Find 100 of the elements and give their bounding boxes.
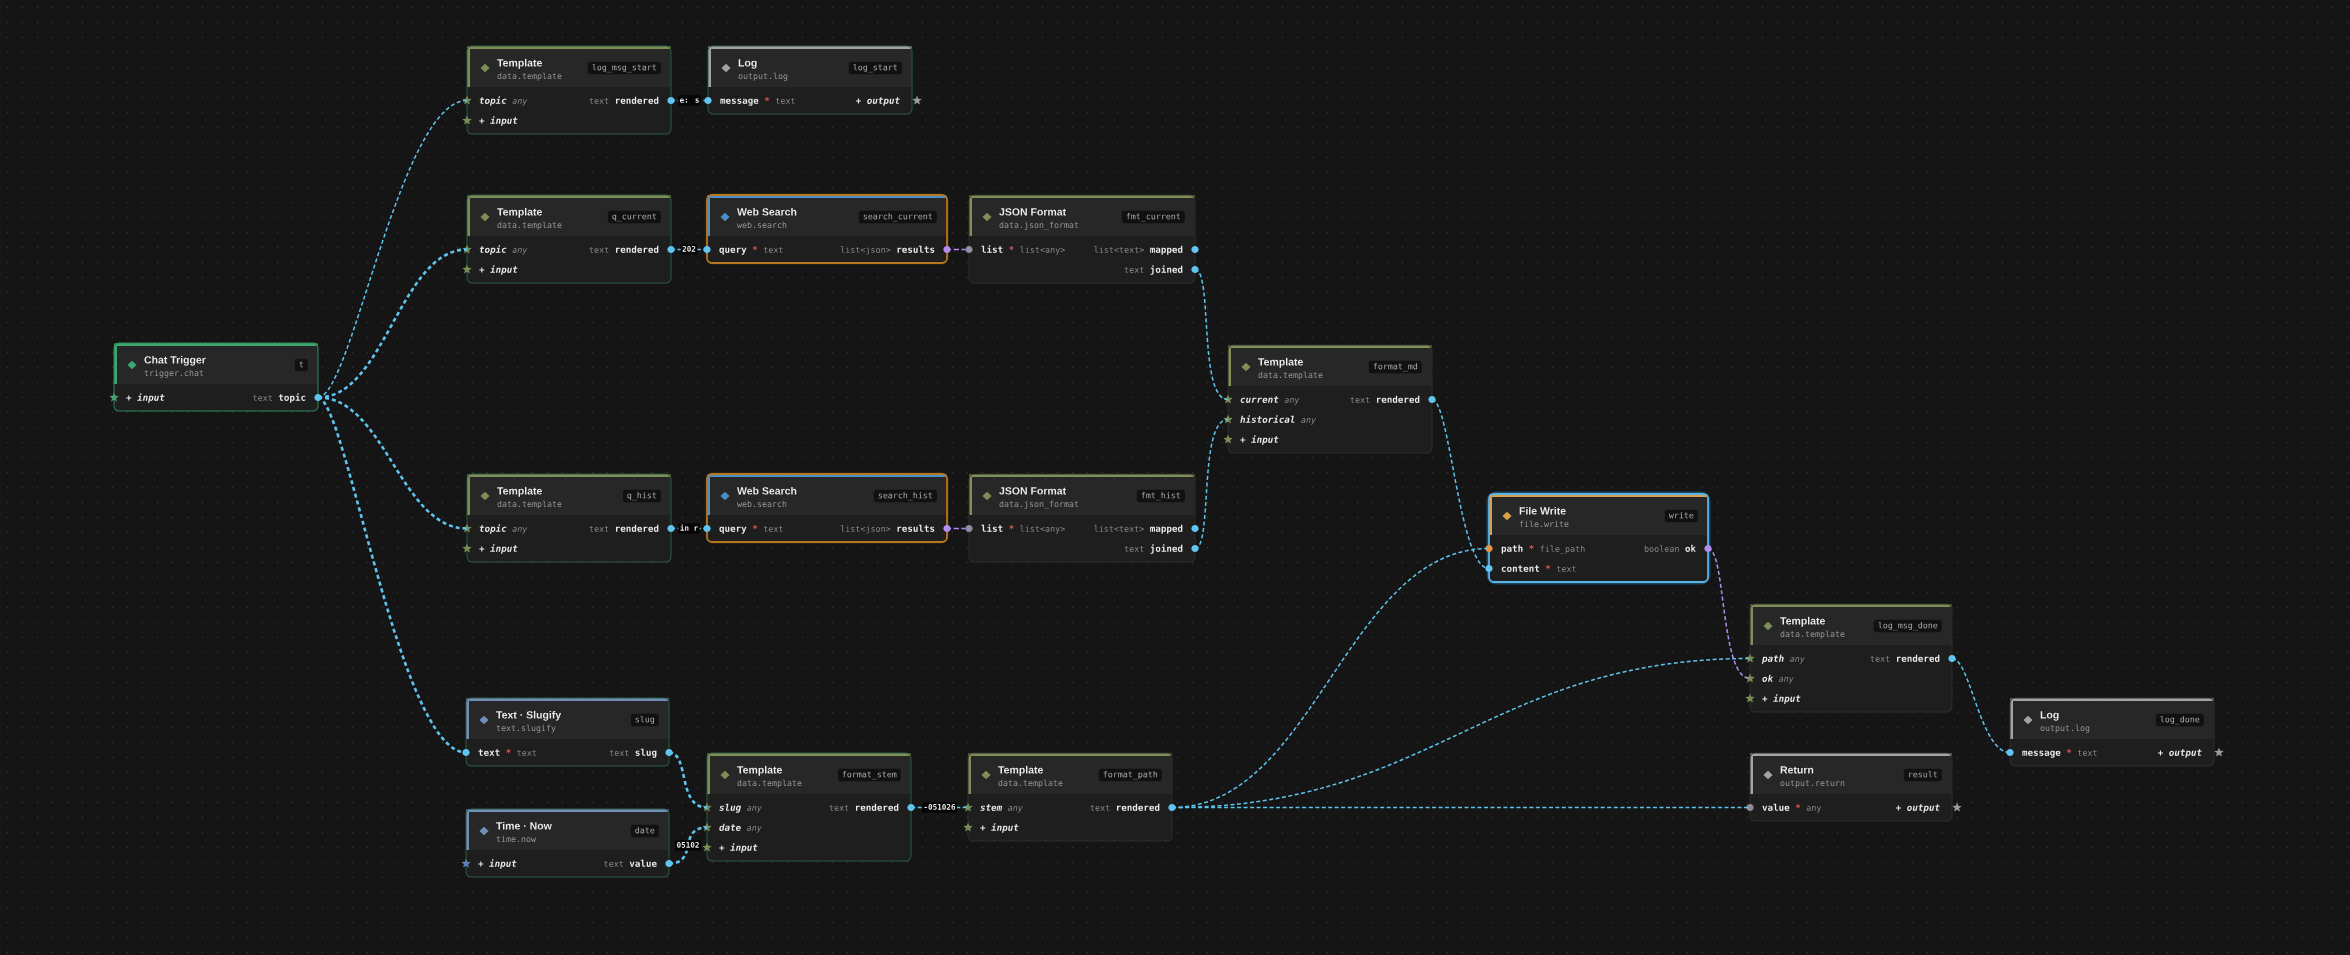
port-type: any (1284, 398, 1300, 405)
node-type: data.template (1780, 630, 1845, 639)
node-type: data.json_format (999, 500, 1079, 509)
connector (1194, 418, 1229, 550)
connector (946, 248, 970, 251)
port-type: text (2077, 749, 2097, 756)
add-port-label: + input (126, 393, 165, 403)
port-name: rendered (1897, 654, 1940, 662)
port-type: list<text> (1094, 525, 1144, 532)
port-type: any (512, 248, 528, 255)
port-name: topic (278, 393, 306, 403)
port-name: ok (1762, 674, 1774, 682)
port-type: list<any> (1020, 525, 1065, 534)
port-name: rendered (856, 803, 899, 811)
node-type: output.return (1780, 780, 1845, 788)
port-type: list<json> (840, 525, 891, 534)
port-name: content (1501, 565, 1540, 572)
port-name: list (981, 524, 1003, 532)
add-port-label: + output (1896, 804, 1940, 813)
port-type: text (763, 525, 783, 532)
port-name: stem (980, 804, 1003, 811)
connector (1171, 806, 1751, 809)
port-type: text (253, 394, 272, 401)
node-title: Web Search (737, 207, 797, 216)
node-title: Text · Slugify (496, 710, 562, 721)
port-name: query (719, 247, 747, 255)
node-title: Log (2040, 711, 2059, 721)
port-name: rendered (616, 96, 659, 104)
connector (670, 248, 708, 251)
add-port-label: + input (479, 116, 518, 126)
port-type: any (1007, 806, 1023, 813)
node-type: data.template (497, 72, 562, 81)
connector (317, 99, 468, 399)
required-mark: * (1009, 524, 1014, 530)
port-type: text (829, 804, 849, 811)
node-type: text.slugify (496, 724, 556, 733)
port-type: list<text> (1094, 246, 1144, 253)
connector (1951, 657, 2011, 754)
port-name: results (897, 245, 935, 253)
port-name: current (1240, 396, 1279, 403)
port-name: value (629, 859, 657, 867)
port-name: message (2022, 750, 2061, 758)
port-type: text (609, 749, 629, 756)
port-name: results (897, 524, 935, 532)
port-type: any (746, 806, 762, 813)
port-name: list (981, 245, 1003, 253)
node-type: data.template (998, 779, 1063, 788)
port-type: any (1789, 657, 1805, 664)
required-mark: * (1009, 245, 1014, 251)
port-name: rendered (616, 524, 659, 532)
port-type: text (589, 97, 609, 104)
node-type: output.log (738, 72, 788, 81)
connector (317, 396, 467, 754)
port-type: text (589, 246, 609, 253)
node-title: File Write (1519, 506, 1566, 515)
required-mark: * (1529, 544, 1534, 550)
port-type: text (1350, 396, 1370, 403)
port-type: file_path (1540, 545, 1585, 554)
port-name: historical (1240, 415, 1295, 423)
port-name: ok (1685, 544, 1696, 552)
node-type: file.write (1519, 520, 1569, 528)
add-port-label: + input (1240, 435, 1279, 445)
add-port-label: + input (980, 823, 1019, 833)
node-title: Template (497, 58, 542, 69)
port-name: value (1762, 803, 1790, 811)
node-title: Template (998, 765, 1043, 776)
connector (668, 751, 708, 809)
port-type: any (1778, 677, 1794, 684)
add-port-label: + input (1762, 694, 1801, 704)
add-port-label: + input (719, 843, 758, 853)
port-type: list<json> (840, 246, 891, 255)
required-mark: * (506, 748, 511, 754)
connector (1194, 268, 1229, 401)
node-type: time.now (496, 835, 536, 843)
port-name: rendered (616, 245, 659, 253)
port-type: text (1124, 266, 1144, 273)
node-title: Template (1780, 616, 1825, 627)
required-mark: * (1545, 564, 1551, 570)
node-title: Return (1780, 766, 1814, 774)
node-title: Log (738, 59, 757, 69)
port-name: rendered (1117, 803, 1160, 811)
port-name: joined (1150, 544, 1183, 554)
required-mark: * (752, 245, 758, 251)
node-type: data.template (737, 779, 802, 788)
port-name: query (719, 526, 747, 534)
port-type: text (517, 749, 537, 756)
port-type: any (746, 826, 762, 833)
connector (668, 826, 708, 865)
connector (1431, 398, 1490, 570)
port-type: any (1301, 418, 1317, 425)
node-type: data.template (497, 221, 562, 230)
port-name: text (478, 749, 500, 756)
port-type: text (589, 525, 609, 532)
node-title: Web Search (737, 486, 797, 495)
port-type: boolean (1644, 545, 1679, 552)
port-name: path (1501, 544, 1523, 554)
port-type: text (1090, 804, 1110, 811)
port-type: text (775, 97, 795, 104)
port-name: mapped (1150, 524, 1183, 534)
node-title: JSON Format (999, 487, 1066, 495)
